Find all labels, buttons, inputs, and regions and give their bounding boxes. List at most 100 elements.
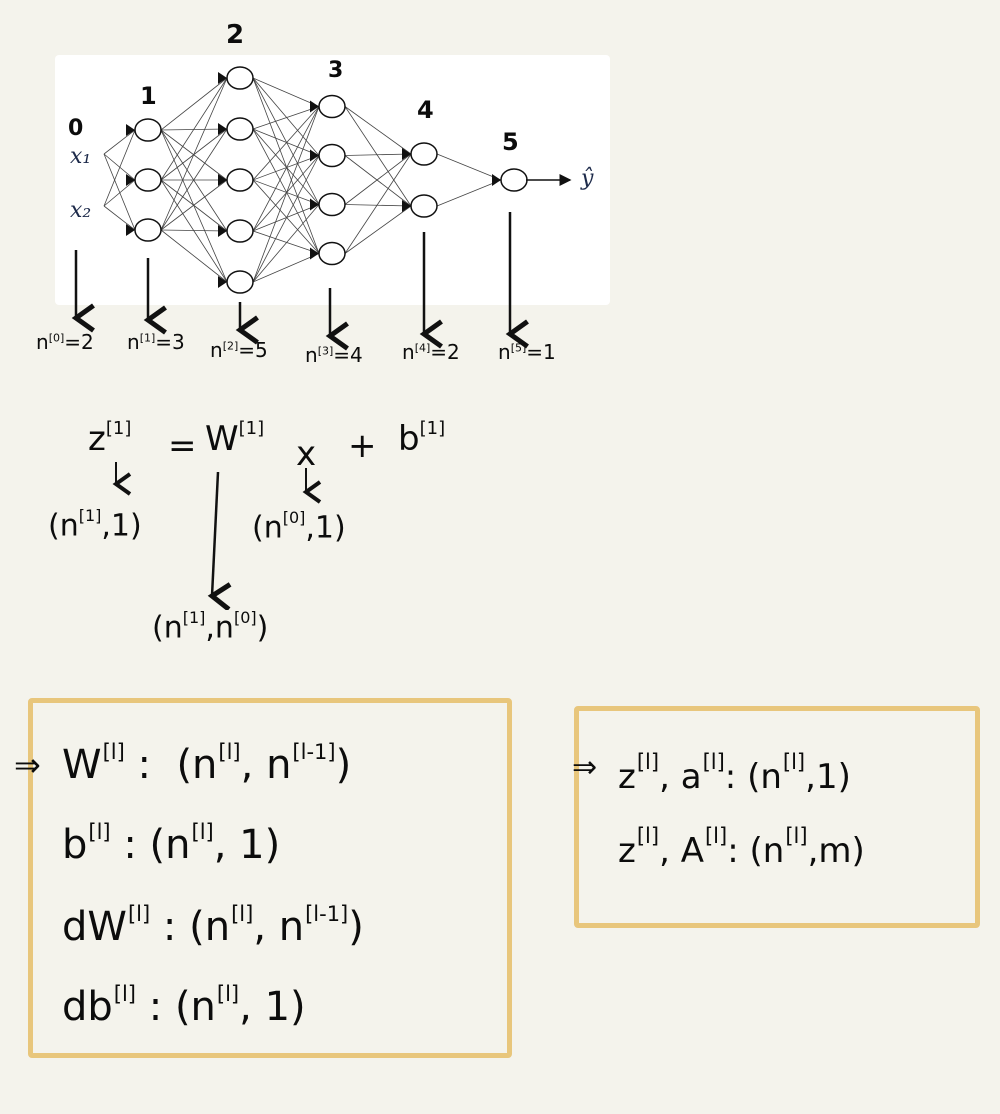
neuron [134,118,162,142]
equation-z-term: z[1] [88,418,132,460]
neuron [318,143,346,168]
output-label-yhat: ŷ [581,166,594,191]
neuron [226,270,254,294]
connection-line [344,205,412,254]
layer-count-2: n[2]=5 [210,338,268,362]
neuron [226,66,254,90]
neuron-input-arrowhead [218,174,227,186]
x-shape: (n[0],1) [252,508,346,546]
row-z-bigA-dim: z[l], A[l]: (n[l],m) [618,824,865,871]
connection-line [252,106,320,283]
layer-size-arrows [71,212,529,351]
neuron-input-arrowhead [218,276,227,288]
neuron-input-arrowhead [218,225,227,237]
connection-line [160,128,228,231]
connection-line [344,204,412,207]
connection-line [252,253,320,283]
connection-line [436,153,502,181]
equation-plus: + [348,426,377,466]
connection-line [103,129,136,207]
neuron-input-arrowhead [218,72,227,84]
input-label-x1: x₁ [70,144,92,169]
neuron [226,117,254,141]
neuron [226,168,254,192]
network-diagram [71,66,572,351]
row-z-a-dim: z[l], a[l]: (n[l],1) [618,750,851,797]
connection-line [344,106,412,207]
connection-line [160,77,228,131]
neuron [410,194,438,218]
layer-index-2: 2 [226,20,245,50]
row-dw-dim: dW[l] : (n[l], n[l-1]) [62,902,364,950]
connection-line [344,153,412,205]
connection-line [252,77,320,107]
connection-line [252,106,320,130]
layer-count-4: n[4]=2 [402,340,460,364]
connection-line [252,155,320,283]
neuron [318,241,346,266]
connection-line [252,106,320,181]
neuron [134,218,162,242]
connection-line [160,129,228,232]
neuron-input-arrowhead [126,124,135,136]
neuron [500,168,528,192]
right-box-arrow-icon: ⇒ [572,750,598,785]
neuron-input-arrowhead [492,174,501,186]
connection-line [252,106,320,232]
neuron-input-arrowhead [402,200,411,212]
neuron [318,192,346,217]
connection-line [160,179,228,231]
layer-index-4: 4 [417,96,434,124]
neuron [318,94,346,119]
equation-b-term: b[1] [398,418,446,460]
left-box-arrow-icon: ⇒ [14,746,41,784]
equation-x-term: x [296,434,317,474]
connection-line [252,204,320,232]
connection-line [252,77,320,205]
connection-line [252,230,320,254]
layer-count-5: n[5]=1 [498,340,556,364]
connection-line [103,129,136,155]
network-neurons [126,66,528,294]
connection-line [344,153,412,156]
connection-line [252,204,320,283]
neuron-input-arrowhead [310,100,319,113]
layer-index-5: 5 [502,128,519,156]
neuron-input-arrowhead [218,123,227,135]
connection-line [252,179,320,254]
neuron-input-arrowhead [310,198,319,211]
neuron [226,219,254,243]
equation-w-term: W[1] [205,418,265,460]
connection-line [160,77,228,181]
connection-line [344,155,412,207]
connection-line [103,205,136,231]
neuron-input-arrowhead [126,224,135,236]
layer-index-3: 3 [328,58,344,83]
input-label-x2: x₂ [70,198,92,223]
connection-line [252,155,320,181]
connection-line [252,128,320,156]
neuron [410,142,438,166]
z-shape: (n[1],1) [48,506,142,544]
layer-index-0: 0 [68,116,84,141]
activation-dimensions-box [574,706,980,928]
parameter-dimensions-box [28,698,512,1058]
row-b-dim: b[l] : (n[l], 1) [62,820,281,868]
neuron-input-arrowhead [402,148,411,160]
connection-line [160,229,228,283]
connection-line [252,128,320,205]
layer-index-1: 1 [140,82,157,110]
equation-equals: = [168,426,197,466]
connection-line [344,153,412,254]
w-shape: (n[1],n[0]) [152,608,269,646]
connection-line [344,106,412,155]
neuron-input-arrowhead [126,174,135,186]
row-w-dim: W[l] : (n[l], n[l-1]) [62,740,352,788]
layer-count-0: n[0]=2 [36,330,94,354]
neuron-input-arrowhead [310,149,319,162]
connection-line [252,77,320,254]
connection-line [103,179,136,207]
row-db-dim: db[l] : (n[l], 1) [62,982,306,1030]
layer-count-1: n[1]=3 [127,330,185,354]
connection-line [252,128,320,254]
